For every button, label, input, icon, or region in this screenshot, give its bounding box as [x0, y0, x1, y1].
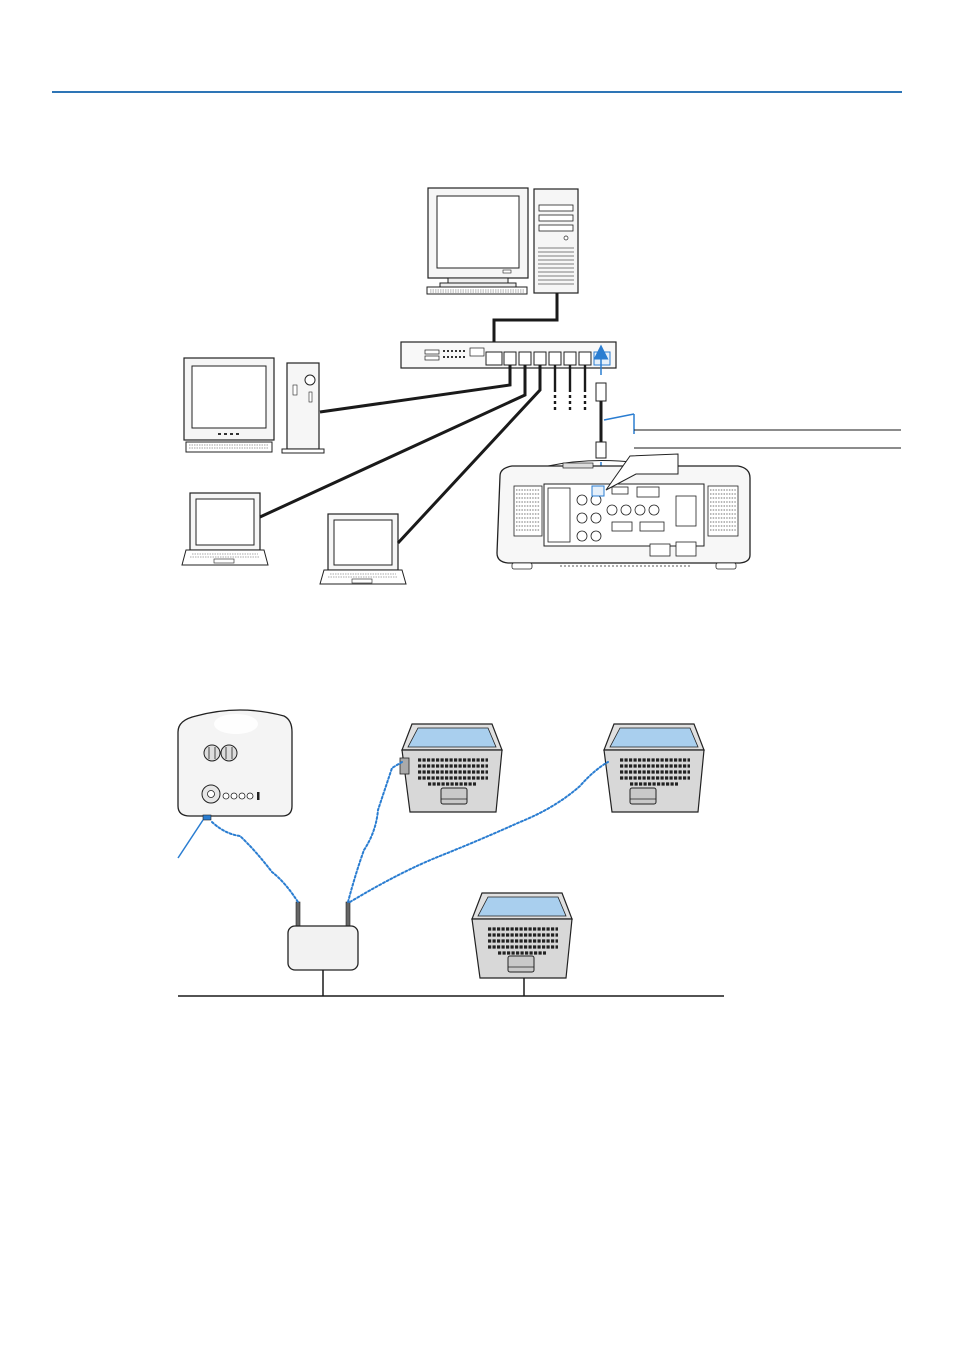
laptop-icon	[182, 493, 268, 565]
usb-adapter-leader	[178, 820, 203, 858]
laptop-icon	[320, 514, 406, 584]
projector-icon	[178, 710, 292, 820]
desktop-computer-icon	[427, 188, 578, 294]
lan-cable-desktop	[320, 365, 510, 412]
lan-cable-projector	[596, 352, 606, 484]
lan-cable-leader	[604, 414, 901, 448]
desktop-computer-icon	[184, 358, 324, 453]
wired-lan-diagram	[182, 188, 901, 584]
network-hub-icon	[401, 342, 616, 368]
wireless-link-laptop-1	[348, 762, 402, 902]
hub-port-stubs	[555, 365, 585, 412]
wireless-lan-diagram	[178, 710, 724, 996]
laptop-icon	[400, 724, 502, 812]
wired-lan-backbone	[178, 970, 724, 996]
wireless-router-icon	[288, 902, 358, 970]
laptop-icon	[604, 724, 704, 812]
wireless-link-projector	[212, 822, 298, 902]
laptop-icon	[472, 893, 572, 978]
